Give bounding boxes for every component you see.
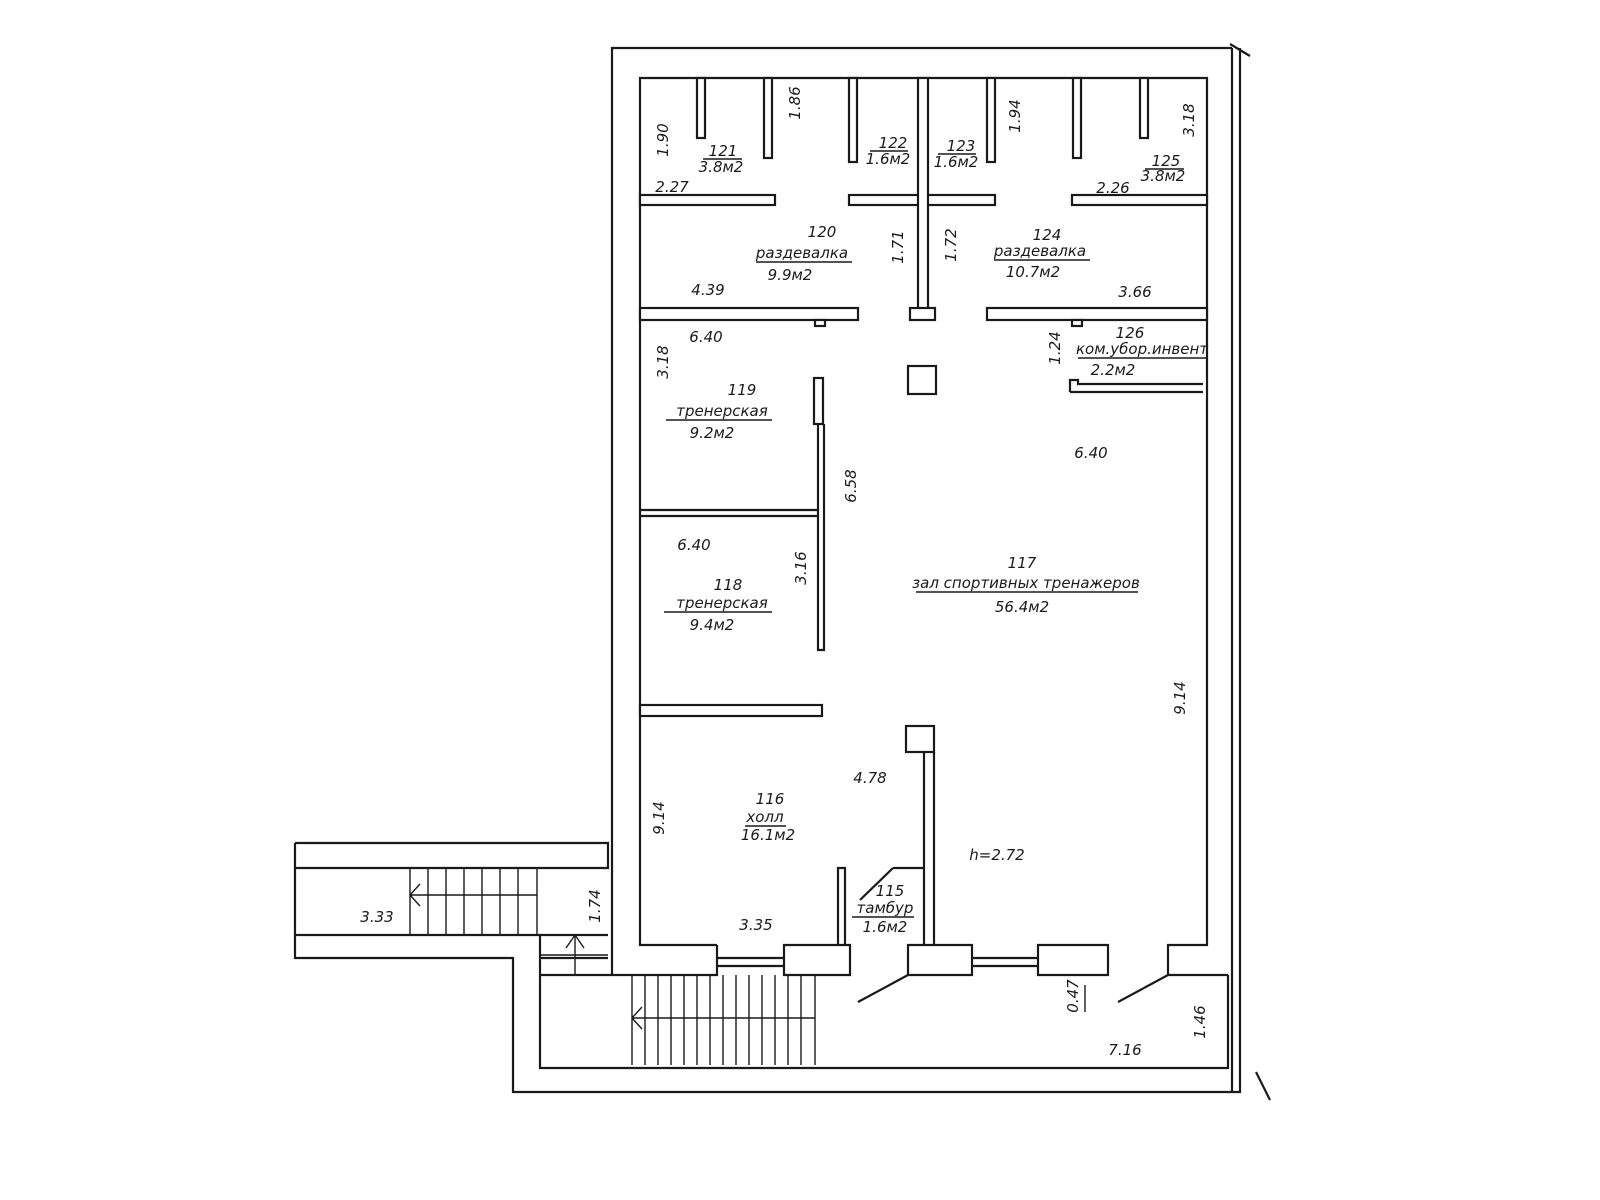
room-area: 10.7м2 [1006,263,1060,281]
dimension: 3.35 [739,916,772,934]
dimension: 3.16 [792,551,810,584]
partition [908,306,937,322]
room-area: 16.1м2 [741,826,795,844]
dimension: 1.24 [1046,331,1064,364]
partition [916,76,930,312]
dimension: 6.40 [1074,444,1107,462]
partition [638,703,824,718]
room-area: 2.2м2 [1091,361,1136,379]
room-area: 1.6м2 [863,918,908,936]
diagonal-mark [1229,43,1271,1101]
room-number: 115 [876,882,905,900]
partition [1138,76,1150,140]
room-area: 3.8м2 [1141,167,1186,185]
partition [922,752,936,945]
dimension-labels: 1.90 1.86 2.27 1.71 1.72 1.94 2.26 3.18 … [360,86,1209,1059]
dimension: 6.40 [689,328,722,346]
room-number: 126 [1116,324,1145,342]
stairs [409,868,816,1065]
room-area: 1.6м2 [934,153,979,171]
room-number: 118 [714,576,743,594]
room-number: 124 [1033,226,1062,244]
inner-wall [638,76,1228,977]
bottom-wall [612,943,1110,977]
partition [1070,193,1209,207]
dimension: 1.71 [889,230,907,263]
dimension: 3.33 [360,908,393,926]
dimension: 4.78 [853,769,886,787]
dimension: 1.74 [586,889,604,922]
dimension: 1.94 [1006,99,1024,132]
partition [1071,76,1083,160]
dimension: 7.16 [1108,1041,1141,1059]
dimension: 3.18 [654,345,672,378]
partition [816,424,826,652]
dimension: 0.47 [1064,979,1082,1013]
partition [812,376,825,426]
stair-flight-upper [409,868,538,935]
room-area: 1.6м2 [866,150,911,168]
partition-126 [1068,378,1203,394]
room-name: холл [745,808,784,826]
room-number: 125 [1152,152,1181,170]
dimension: 3.18 [1180,103,1198,136]
partition [638,306,860,322]
room-number: 121 [709,142,738,160]
room-number: 123 [947,137,976,155]
dimension: 1.86 [786,86,804,119]
dimension: 2.26 [1096,179,1129,197]
partition [985,306,1209,322]
room-name: тренерская [676,594,768,612]
partition [695,76,707,140]
stair-corridor [293,841,612,977]
walls [293,43,1271,1101]
dimension: 9.14 [650,801,668,834]
room-area: 56.4м2 [995,598,1049,616]
room-name: раздевалка [993,242,1086,260]
room-name: тренерская [676,402,768,420]
room-labels: 116 холл 16.1м2 115 тамбур 1.6м2 117 зал… [664,134,1209,936]
dimension: 9.14 [1171,681,1189,714]
dimension: 3.66 [1118,283,1151,301]
room-number: 120 [808,223,837,241]
column [906,364,938,396]
room-number: 116 [756,790,785,808]
partition [985,76,997,164]
room-number: 119 [728,381,757,399]
partition [762,76,774,160]
tambur-partition [836,866,924,945]
dimension: 2.27 [655,178,689,196]
room-area: 3.8м2 [699,158,744,176]
partition [813,318,827,328]
door-swing [857,974,1169,1003]
dimension: 6.40 [677,536,710,554]
column [904,724,936,754]
room-area: 9.9м2 [768,266,813,284]
dimension: 1.46 [1191,1005,1209,1038]
room-area: 9.4м2 [690,616,735,634]
room-area: 9.2м2 [690,424,735,442]
room-name: тамбур [857,899,914,917]
partition [1070,318,1084,328]
stair-arrow-up [540,934,608,975]
dimension: 6.58 [842,469,860,502]
room-name: раздевалка [755,244,848,262]
dimension: 4.39 [691,281,724,299]
room-number: 122 [879,134,908,152]
room-name: зал спортивных тренажеров [912,574,1140,592]
ceiling-height: h=2.72 [969,846,1024,864]
dimension: 1.90 [654,123,672,156]
room-name: ком.убор.инвент [1076,340,1209,358]
partition [847,76,859,164]
partition [638,193,777,207]
outer-wall [293,46,1242,1094]
room-number: 117 [1008,554,1037,572]
dimension: 1.72 [942,228,960,261]
stair-flight-lower [631,975,816,1065]
partition [640,508,818,518]
